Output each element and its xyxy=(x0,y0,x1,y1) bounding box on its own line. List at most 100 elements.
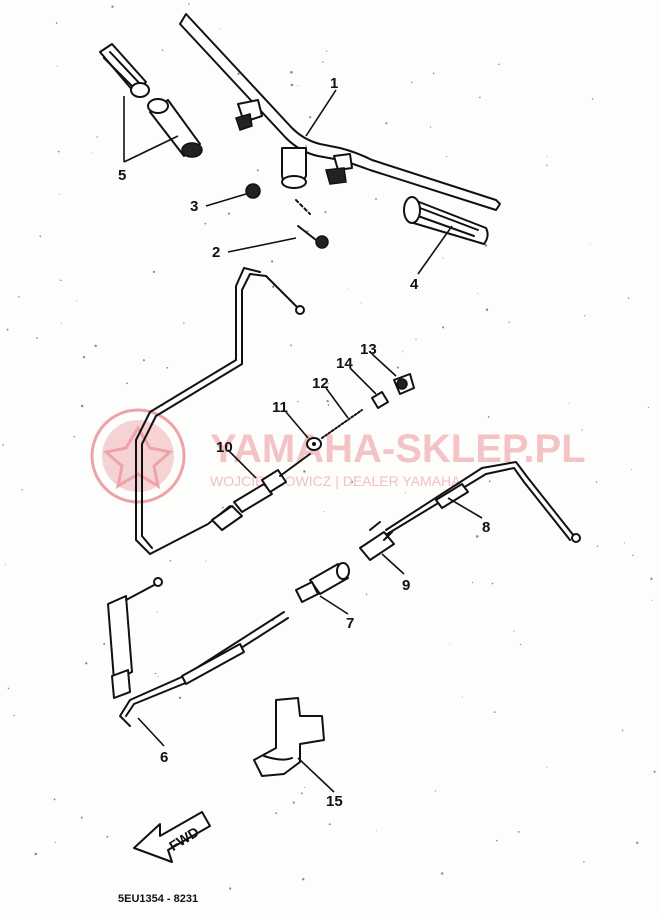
speckle xyxy=(183,322,185,324)
speckle xyxy=(80,404,84,408)
leader-7 xyxy=(319,595,349,615)
speckle xyxy=(142,359,145,362)
speckle xyxy=(491,582,494,585)
callout-14: 14 xyxy=(336,355,353,372)
speckle xyxy=(581,429,583,431)
speckle xyxy=(94,344,97,348)
speckle xyxy=(39,235,42,238)
plunger-part-7 xyxy=(295,562,350,603)
speckle xyxy=(4,564,6,566)
speckle xyxy=(166,366,169,369)
washer-part-11 xyxy=(306,437,322,451)
forward-arrow: FWD xyxy=(133,811,211,863)
speckle xyxy=(595,481,598,483)
bolt-part-2 xyxy=(295,199,329,249)
speckle xyxy=(297,85,299,87)
speckle xyxy=(204,222,207,225)
speckle xyxy=(434,790,437,792)
throttle-cable-part-10 xyxy=(135,267,311,555)
speckle xyxy=(327,383,329,385)
nut-part-3 xyxy=(245,183,261,199)
speckle xyxy=(73,435,76,438)
speckle xyxy=(297,400,299,403)
speckle xyxy=(111,5,114,8)
speckle xyxy=(445,156,447,158)
speckle xyxy=(653,770,656,773)
callout-12: 12 xyxy=(312,375,329,392)
speckle xyxy=(103,642,106,645)
speckle xyxy=(432,72,435,75)
leader-15 xyxy=(297,757,335,793)
speckle xyxy=(57,150,60,153)
callout-4: 4 xyxy=(410,276,419,293)
speckle xyxy=(632,554,634,556)
speckle xyxy=(479,96,481,99)
speckle xyxy=(82,356,86,359)
speckle xyxy=(96,136,98,138)
bracket-part-15 xyxy=(253,697,325,777)
speckle xyxy=(237,72,240,75)
leader-12 xyxy=(325,387,349,419)
callout-15: 15 xyxy=(326,793,343,810)
lower-cable-part-6 xyxy=(107,577,289,727)
speckle xyxy=(396,366,399,369)
speckle xyxy=(292,801,295,804)
speckle xyxy=(508,321,510,324)
speckle xyxy=(404,492,406,494)
speckle xyxy=(275,812,278,815)
speckle xyxy=(34,852,38,856)
speckle xyxy=(369,444,371,446)
speckle xyxy=(415,338,417,341)
speckle xyxy=(188,3,190,5)
speckle xyxy=(85,662,88,665)
speckle xyxy=(546,766,548,768)
speckle xyxy=(360,302,362,304)
speckle xyxy=(80,816,83,819)
callout-5: 5 xyxy=(118,167,126,184)
speckle xyxy=(227,212,231,215)
speckle xyxy=(76,300,78,302)
speckle xyxy=(623,542,626,544)
speckle xyxy=(589,242,591,244)
speckle xyxy=(290,71,293,74)
leader-3 xyxy=(205,193,247,207)
callout-1: 1 xyxy=(330,75,338,92)
speckle xyxy=(546,156,548,158)
speckle xyxy=(496,839,498,842)
leader-13 xyxy=(371,353,397,377)
speckle xyxy=(53,798,56,801)
speckle xyxy=(156,611,158,613)
leader-2 xyxy=(227,237,297,253)
speckle xyxy=(7,687,10,690)
speckle xyxy=(274,453,277,456)
speckle xyxy=(326,399,329,403)
speckle xyxy=(517,831,520,833)
speckle xyxy=(596,545,599,548)
collar-part-14 xyxy=(371,391,389,409)
leader-4 xyxy=(417,225,453,275)
speckle xyxy=(471,581,474,584)
speckle xyxy=(402,351,404,353)
speckle xyxy=(484,244,488,247)
speckle xyxy=(205,560,207,562)
callout-2: 2 xyxy=(212,244,220,261)
choke-cable-part-8 xyxy=(383,461,581,543)
callout-10: 10 xyxy=(216,439,233,456)
cable-holder-part-9 xyxy=(359,521,395,561)
speckle xyxy=(178,696,182,699)
speckle xyxy=(442,326,445,329)
speckle xyxy=(477,293,479,295)
watermark-logo xyxy=(90,408,186,504)
speckle xyxy=(148,356,150,358)
speckle xyxy=(631,469,632,471)
callout-7: 7 xyxy=(346,615,354,632)
speckle xyxy=(60,279,62,282)
speckle xyxy=(169,560,172,562)
speckle xyxy=(302,878,305,881)
speckle xyxy=(290,83,294,87)
leader-5 xyxy=(123,96,179,163)
speckle xyxy=(18,296,20,298)
speckle xyxy=(461,696,463,698)
leader-10 xyxy=(227,449,257,479)
speckle xyxy=(375,830,377,832)
